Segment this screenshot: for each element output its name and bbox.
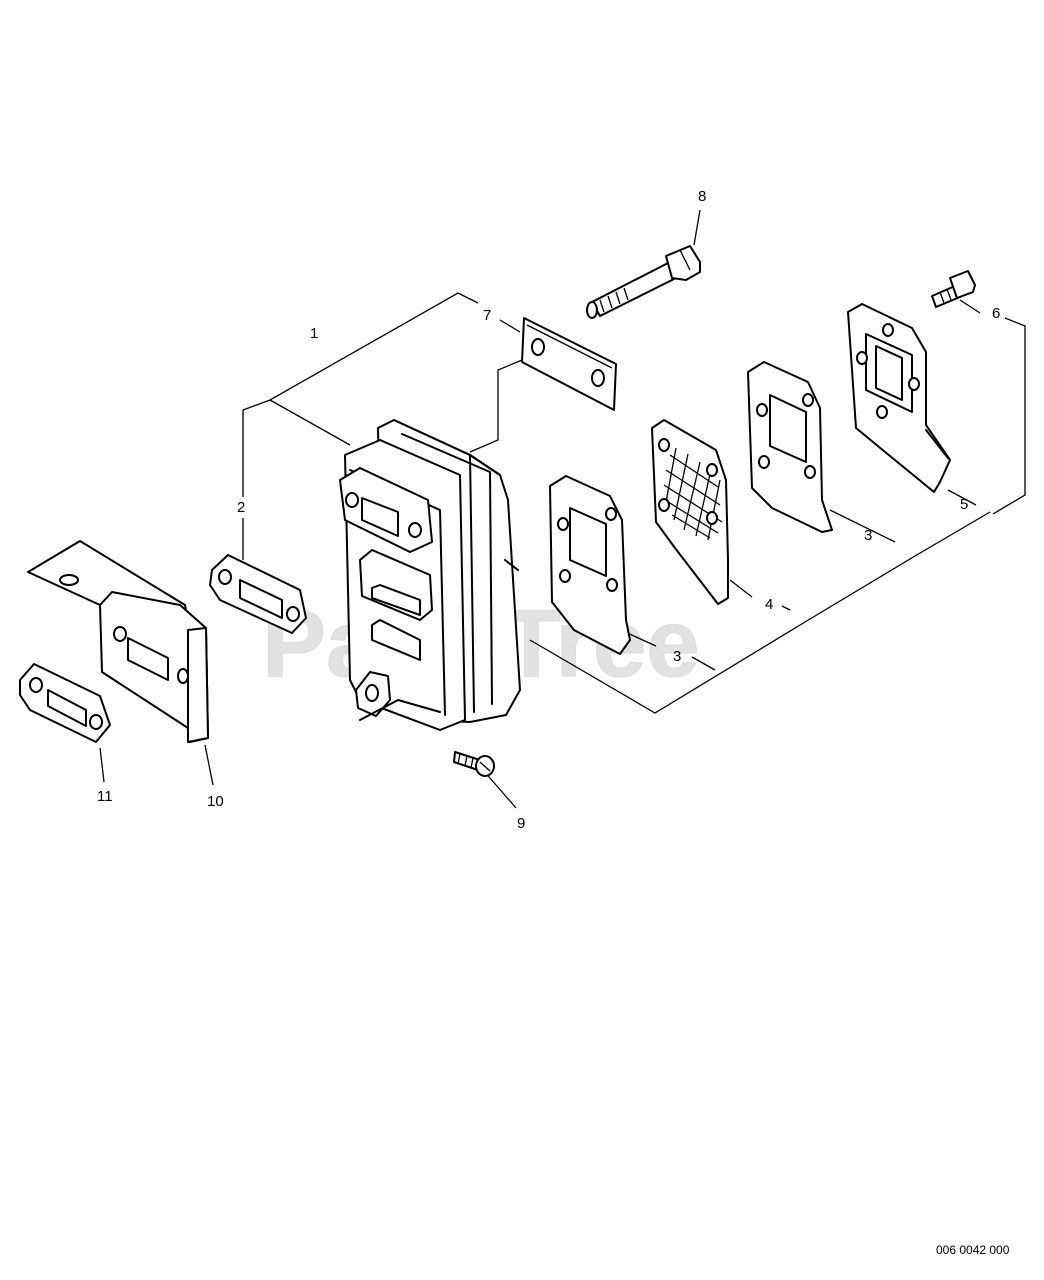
plate-part-7 — [521, 317, 617, 411]
screw-part-9 — [453, 751, 495, 777]
callout-11: 11 — [97, 788, 113, 805]
callout-9: 9 — [517, 815, 525, 832]
gasket-part-2 — [209, 554, 307, 634]
callout-7: 7 — [483, 307, 491, 324]
callout-5: 5 — [960, 496, 968, 513]
leader-lines — [99, 209, 1026, 809]
bolt-part-8 — [586, 245, 701, 319]
gasket-part-3-rear — [747, 361, 833, 533]
muffler-part-1 — [339, 419, 521, 731]
callout-6: 6 — [992, 305, 1000, 322]
callout-labels: 1 2 3 3 4 5 6 7 8 9 10 11 — [97, 188, 1000, 832]
screw-part-6 — [931, 270, 976, 308]
callout-2: 2 — [237, 499, 245, 516]
callout-3-rear: 3 — [864, 527, 872, 544]
deflector-part-5 — [847, 303, 951, 493]
bracket-part-10 — [27, 540, 209, 743]
callout-3-front: 3 — [673, 648, 681, 665]
callout-8: 8 — [698, 188, 706, 205]
drawing-code: 006 0042 000 — [936, 1243, 1010, 1257]
gasket-part-11 — [19, 663, 111, 743]
gasket-part-3-front — [549, 475, 631, 655]
callout-10: 10 — [207, 793, 224, 810]
callout-4: 4 — [765, 596, 773, 613]
screen-part-4 — [651, 419, 729, 605]
callout-1: 1 — [310, 325, 318, 342]
